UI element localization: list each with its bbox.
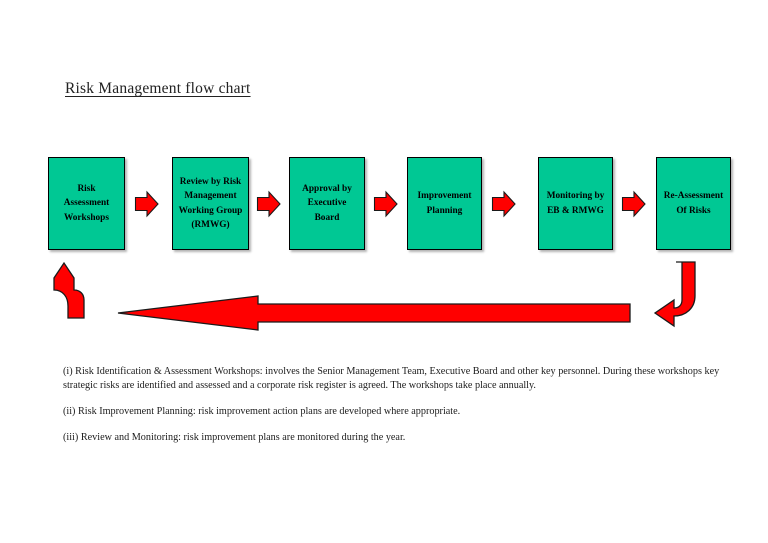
flow-box-label: Monitoring by EB & RMWG <box>546 191 605 216</box>
page-title: Risk Management flow chart <box>65 80 251 97</box>
arrow-right-icon <box>621 190 647 218</box>
note-risk-improvement-planning: (ii) Risk Improvement Planning: risk imp… <box>63 406 461 418</box>
note-review-and-monitoring: (iii) Review and Monitoring: risk improv… <box>63 432 406 444</box>
feedback-loop-arrow-icon <box>0 250 768 340</box>
flow-box-monitoring-by-eb-rmwg[interactable]: Monitoring by EB & RMWG <box>538 157 613 250</box>
flow-box-review-by-rmwg[interactable]: Review by Risk Management Working Group … <box>172 157 249 250</box>
flow-box-label: Improvement Planning <box>417 191 472 216</box>
flow-box-label: Approval by Executive Board <box>302 183 352 223</box>
arrow-right-icon <box>134 190 160 218</box>
note-risk-identification: (i) Risk Identification & Assessment Wor… <box>63 366 720 392</box>
flow-box-label: Review by Risk Management Working Group … <box>178 176 243 231</box>
flow-box-risk-assessment-workshops[interactable]: Risk Assessment Workshops <box>48 157 125 250</box>
flow-box-label: Risk Assessment Workshops <box>63 183 110 223</box>
arrow-right-icon <box>373 190 399 218</box>
flow-box-re-assessment-of-risks[interactable]: Re-Assessment Of Risks <box>656 157 731 250</box>
arrow-right-icon <box>256 190 282 218</box>
flow-box-improvement-planning[interactable]: Improvement Planning <box>407 157 482 250</box>
flow-box-approval-by-executive-board[interactable]: Approval by Executive Board <box>289 157 365 250</box>
arrow-right-icon <box>491 190 517 218</box>
flow-box-label: Re-Assessment Of Risks <box>663 191 724 216</box>
